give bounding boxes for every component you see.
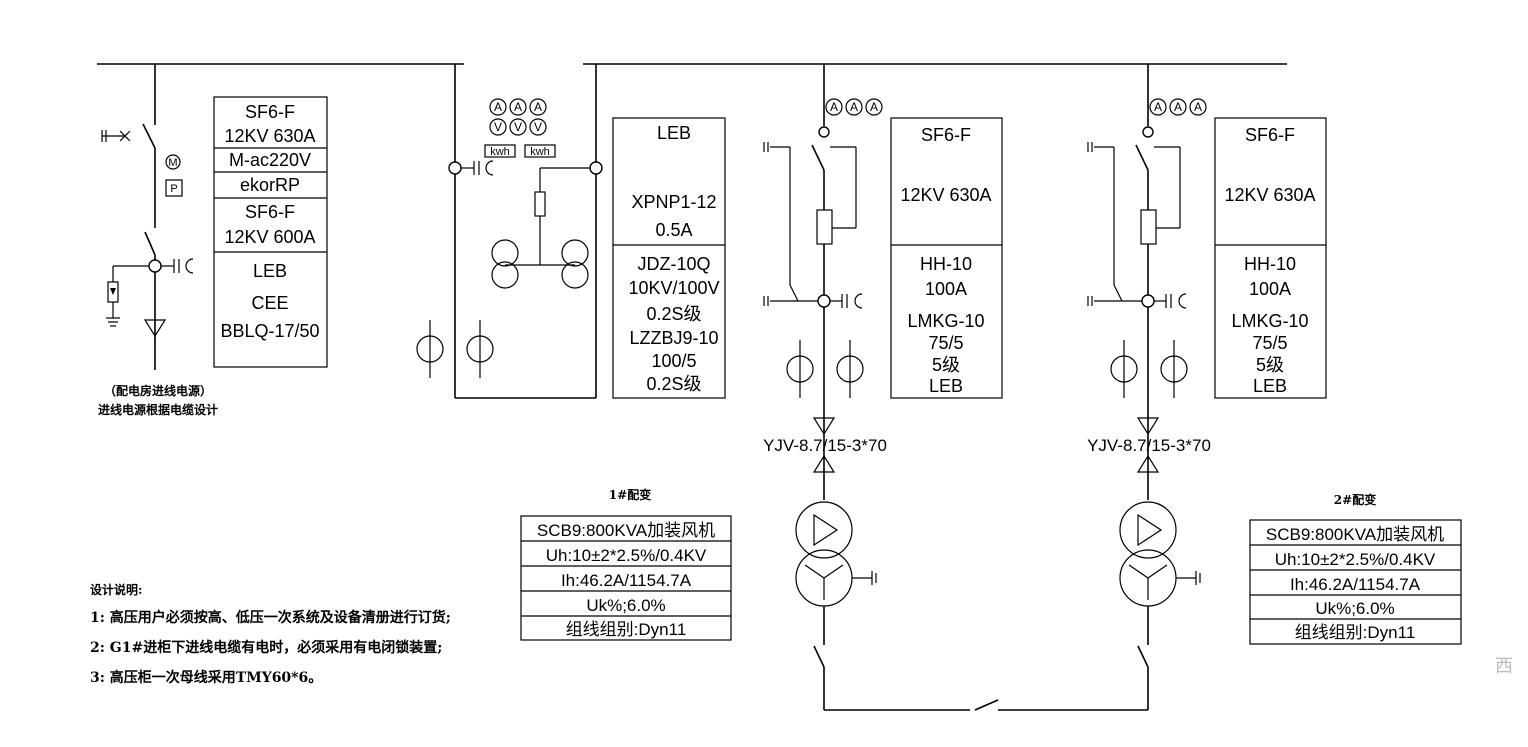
lv-tie — [824, 699, 1148, 711]
feeder-label: 75/5 — [1252, 333, 1287, 353]
p-box-icon — [165, 179, 183, 197]
ammeter-icon: A — [850, 100, 858, 114]
metering-label: 0.2S级 — [646, 374, 701, 394]
metering-label: 10KV/100V — [628, 278, 719, 298]
motor-label: M — [168, 157, 177, 169]
voltmeter-icon: V — [514, 120, 522, 134]
feeder-label: HH-10 — [1244, 254, 1296, 274]
incoming-caption-1: （配电房进线电源） — [104, 383, 212, 398]
incoming-label-0: SF6-F — [245, 102, 295, 122]
feeder-label: 100A — [925, 279, 967, 299]
spec-row: Ih:46.2A/1154.7A — [561, 571, 692, 590]
ammeter-icon: A — [1174, 100, 1182, 114]
feeder-label: SF6-F — [921, 125, 971, 145]
incoming-caption-2: 进线电源根据电缆设计 — [98, 402, 218, 417]
transformer-spec-table — [520, 515, 732, 641]
fuse-icon — [534, 191, 546, 217]
incoming-label-6: LEB — [253, 261, 287, 281]
ammeter-icon: A — [514, 100, 522, 114]
p-label: P — [170, 183, 177, 195]
cable-head-icon — [143, 319, 167, 338]
feeder-1: A A A SF6-F 12KV 630A HH-10 100A — [520, 64, 1003, 710]
incoming-label-2: M-ac220V — [229, 150, 311, 170]
transformer-title: 2#配变 — [1334, 492, 1376, 507]
spec-row: SCB9:800KVA加装风机 — [1266, 525, 1444, 544]
design-notes: 设计说明: 1: 高压用户必须按高、低压一次系统及设备清册进行订货; 2: G1… — [90, 582, 451, 686]
feeder-label: 75/5 — [928, 333, 963, 353]
fuse-icon — [816, 209, 833, 245]
kwh-meter-label: kwh — [490, 146, 510, 158]
incoming-label-8: BBLQ-17/50 — [220, 321, 319, 341]
transformer-title: 1#配变 — [609, 487, 651, 502]
feeder-label: LMKG-10 — [1231, 311, 1308, 331]
voltmeter-icon: V — [534, 120, 542, 134]
pt-icon — [561, 239, 589, 267]
feeder-label: SF6-F — [1245, 125, 1295, 145]
ammeter-icon: A — [534, 100, 542, 114]
feeder-label: LMKG-10 — [907, 311, 984, 331]
metering-cabinet: A A A V V V kwh kwh LEB XPNP1-12 0.5A — [416, 64, 726, 399]
watermark: 西 — [1495, 656, 1513, 676]
transformer-spec-table — [1249, 519, 1462, 645]
metering-label: JDZ-10Q — [637, 254, 710, 274]
feeder-label: LEB — [929, 376, 963, 396]
incoming-label-7: CEE — [251, 293, 288, 313]
cable-label: YJV-8.7/15-3*70 — [1087, 436, 1211, 455]
spec-row: Uk%;6.0% — [1315, 599, 1394, 618]
incoming-cabinet: M P SF6-F 12KV 630A M-ac220V ekorRP SF6-… — [98, 64, 328, 417]
metering-label: 0.2S级 — [646, 304, 701, 324]
spec-row: Uh:10±2*2.5%/0.4KV — [546, 546, 707, 565]
ammeter-icon: A — [830, 100, 838, 114]
transformer-icon — [1119, 501, 1177, 559]
notes-title: 设计说明: — [90, 582, 142, 597]
note-item: 1: 高压用户必须按高、低压一次系统及设备清册进行订货; — [90, 609, 451, 626]
incoming-label-3: ekorRP — [240, 175, 300, 195]
feeder-label: HH-10 — [920, 254, 972, 274]
spec-row: Uh:10±2*2.5%/0.4KV — [1275, 550, 1436, 569]
note-item: 2: G1#进柜下进线电缆有电时，必须采用有电闭锁装置; — [90, 639, 442, 656]
metering-label: XPNP1-12 — [631, 192, 716, 212]
feeder-label: LEB — [1253, 376, 1287, 396]
feeder-2: A A A SF6-F 12KV 630A HH-10 100A — [1087, 64, 1462, 710]
feeder-label: 100A — [1249, 279, 1291, 299]
feeder-label: 5级 — [1256, 355, 1284, 375]
kwh-meter-label: kwh — [530, 146, 550, 158]
metering-label: 100/5 — [651, 351, 696, 371]
node-icon — [148, 259, 162, 273]
feeder-label: 12KV 630A — [900, 185, 991, 205]
incoming-label-5: 12KV 600A — [224, 227, 315, 247]
spec-row: Uk%;6.0% — [586, 596, 665, 615]
ammeter-icon: A — [870, 100, 878, 114]
pt-icon — [491, 239, 519, 267]
metering-label: LZZBJ9-10 — [629, 328, 718, 348]
spec-row: Ih:46.2A/1154.7A — [1290, 575, 1421, 594]
cable-label: YJV-8.7/15-3*70 — [763, 436, 887, 455]
transformer-icon — [795, 501, 853, 559]
voltmeter-icon: V — [494, 120, 502, 134]
metering-label: LEB — [657, 123, 691, 143]
spec-row: SCB9:800KVA加装风机 — [537, 521, 715, 540]
ammeter-icon: A — [494, 100, 502, 114]
feeder-label: 5级 — [932, 355, 960, 375]
incoming-label-4: SF6-F — [245, 202, 295, 222]
incoming-label-1: 12KV 630A — [224, 126, 315, 146]
feeder-label: 12KV 630A — [1224, 185, 1315, 205]
ammeter-icon: A — [1194, 100, 1202, 114]
metering-label: 0.5A — [655, 220, 692, 240]
ammeter-icon: A — [1154, 100, 1162, 114]
note-item: 3: 高压柜一次母线采用TMY60*6。 — [90, 669, 322, 686]
fuse-icon — [1140, 209, 1157, 245]
motor-icon — [165, 154, 181, 170]
spec-row: 组线组别:Dyn11 — [1295, 623, 1416, 642]
spec-row: 组线组别:Dyn11 — [566, 620, 687, 639]
